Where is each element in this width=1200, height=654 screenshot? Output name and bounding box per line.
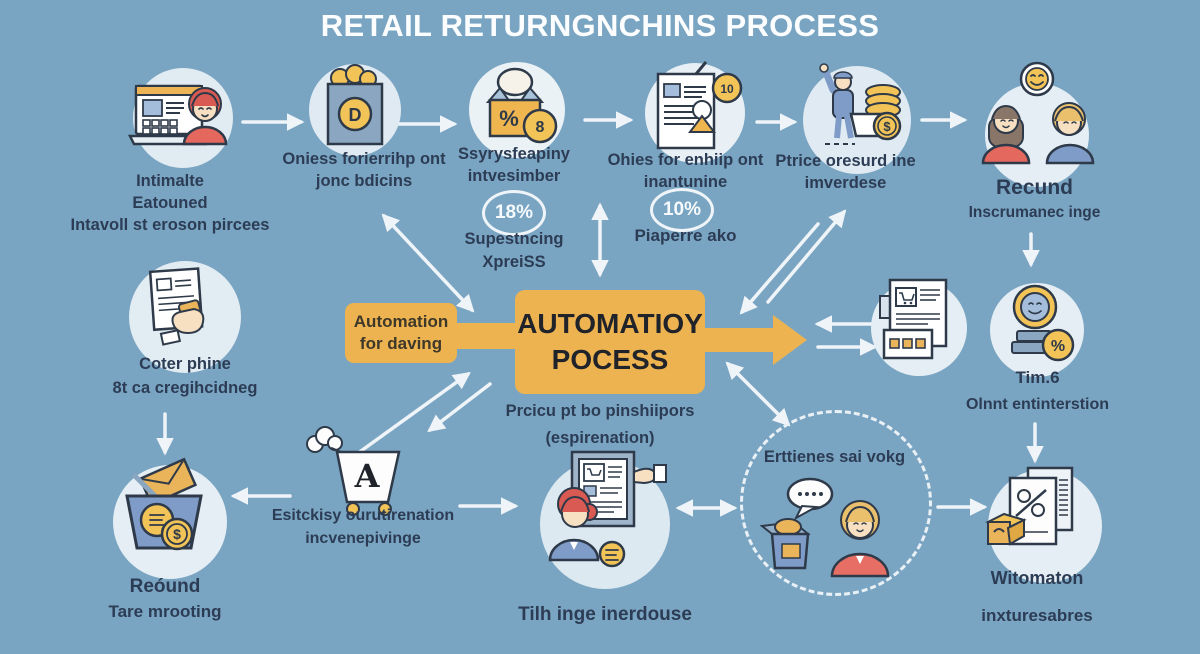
verify-line2: 8t ca cregihcidneg — [112, 379, 258, 397]
step6-label: Recund Inscrumanec inge — [952, 176, 1117, 222]
refund-line1: Reóund — [129, 576, 201, 597]
arrow-diag-upright — [766, 209, 847, 304]
verify-line1: Coter phine — [139, 355, 231, 373]
process-output-arrow — [703, 315, 807, 365]
step3-sub-label: Supestncing XpreiSS — [428, 228, 600, 274]
step3-label: Ssyrysfeapiny intvesimber — [428, 143, 600, 187]
process-connector-bar — [453, 323, 517, 349]
step3-line2: intvesimber — [467, 167, 561, 185]
shopping-bag-icon: D — [309, 64, 401, 156]
doc-coin-value: 10 — [720, 82, 734, 96]
customer-service-circle — [740, 410, 932, 596]
time-line2: Olnnt entinterstion — [965, 396, 1110, 413]
badge-10-percent: 10% — [650, 188, 714, 232]
warehouse-line1: Tilh inge inerdouse — [518, 604, 692, 625]
box-percent-sign: % — [499, 106, 519, 131]
step3-sub-line1: Supestncing — [464, 230, 564, 248]
return-box-icon: % 8 — [469, 62, 565, 158]
automation-docs-line1: Witomaton — [990, 568, 1084, 588]
paper-hand-icon — [129, 261, 241, 373]
process-box-line2: POCESS — [551, 344, 669, 375]
cart-line2: incvenepivinge — [305, 530, 421, 547]
laptop-customer-icon — [127, 68, 233, 168]
step5-line1: Ptrice oresurd ine — [775, 152, 916, 170]
step5-label: Ptrice oresurd ine imverdese — [763, 150, 928, 194]
page-title: RETAIL RETURNGNCHINS PROCESS — [320, 8, 880, 43]
step6-line1: Recund — [995, 176, 1073, 199]
step4-line1: Ohies for enhiip ont — [607, 151, 764, 169]
basket-refund-icon: $ — [113, 457, 227, 579]
step3-line1: Ssyrysfeapiny — [458, 145, 570, 163]
bag-coin-letter: D — [349, 105, 362, 125]
step5-line2: imverdese — [804, 174, 887, 192]
step4-line2: inantunine — [643, 173, 728, 191]
cart-line1: Esitckisy ourutirenation — [271, 507, 455, 524]
step2-line2: jonc bdicins — [315, 172, 413, 190]
customers-icon — [981, 61, 1095, 187]
process-caption: Prcicu pt bo pinshiipors (espirenation) — [460, 398, 740, 452]
coin-smiley-icon: % — [990, 283, 1084, 377]
step3-sub-line2: XpreiSS — [482, 253, 546, 271]
percent-doc-box-icon — [985, 466, 1102, 583]
warehouse-label: Tilh inge inerdouse — [485, 604, 725, 626]
automation-docs-line2: inxturesabres — [981, 606, 1093, 625]
arrow-diag-upleft-double — [381, 213, 475, 313]
automation-side-line1: Automation — [353, 312, 449, 331]
automation-side-line2: for daving — [359, 334, 443, 353]
document-person-icon: 10 — [645, 61, 745, 163]
step4-sub-line1: Piaperre ako — [634, 226, 737, 245]
step4-label: Ohies for enhiip ont inantunine — [598, 149, 773, 193]
automation-side-label: Automation for daving — [345, 303, 457, 363]
step1-label: Intimalte Eatouned Intavoll st eroson pi… — [55, 170, 285, 236]
cart-letter: A — [354, 457, 381, 495]
time-label: Tim.6 Olnnt entinterstion — [940, 368, 1135, 414]
refund-line2: Tare mrooting — [108, 602, 222, 621]
automation-docs-label2: inxturesabres — [952, 606, 1122, 626]
step4-sub-label: Piaperre ako — [598, 226, 773, 246]
refund-label: Reóund Tare mrooting — [80, 576, 250, 622]
automation-docs-label1: Witomaton — [952, 568, 1122, 589]
step1-line3: Intavoll st eroson pircees — [70, 216, 270, 234]
badge-18-percent: 18% — [482, 190, 546, 236]
box-coin-glyph: 8 — [536, 119, 545, 136]
arrow-diag-downleft — [739, 222, 820, 315]
step1-line2: Eatouned — [132, 194, 208, 212]
arrow-box-to-cart — [427, 382, 492, 433]
verify-label: Coter phine 8t ca cregihcidneg — [85, 352, 285, 400]
coin-percent-sign: % — [1051, 338, 1065, 355]
arrow-to-dashed-circle-double — [725, 361, 791, 427]
process-box-line1: AUTOMATIOY — [517, 308, 703, 339]
basket-dollar-sign: $ — [173, 526, 181, 542]
arrow-cart-to-box — [352, 371, 471, 458]
cart-label: Esitckisy ourutirenation incvenepivinge — [248, 504, 478, 550]
time-line1: Tim.6 — [1015, 368, 1060, 387]
invoice-icon — [871, 278, 967, 376]
process-box: AUTOMATIOY POCESS — [515, 290, 705, 394]
step6-line2: Inscrumanec inge — [968, 204, 1101, 221]
cart-person-icon: $ — [803, 63, 911, 174]
step1-line1: Intimalte — [136, 172, 204, 190]
service-label: Erttienes sai vokg — [763, 448, 906, 466]
process-caption-line2: (espirenation) — [545, 429, 655, 447]
chat-box-person-icon — [759, 477, 890, 578]
step2-label: Oniess forierrihp ont jonc bdicins — [268, 148, 460, 192]
process-caption-line1: Prcicu pt bo pinshiipors — [505, 402, 695, 420]
dollar-coin-sign: $ — [883, 119, 891, 134]
cart-a-icon: A — [306, 426, 401, 516]
tablet-person-icon — [540, 450, 670, 589]
step2-line1: Oniess forierrihp ont — [282, 150, 446, 168]
